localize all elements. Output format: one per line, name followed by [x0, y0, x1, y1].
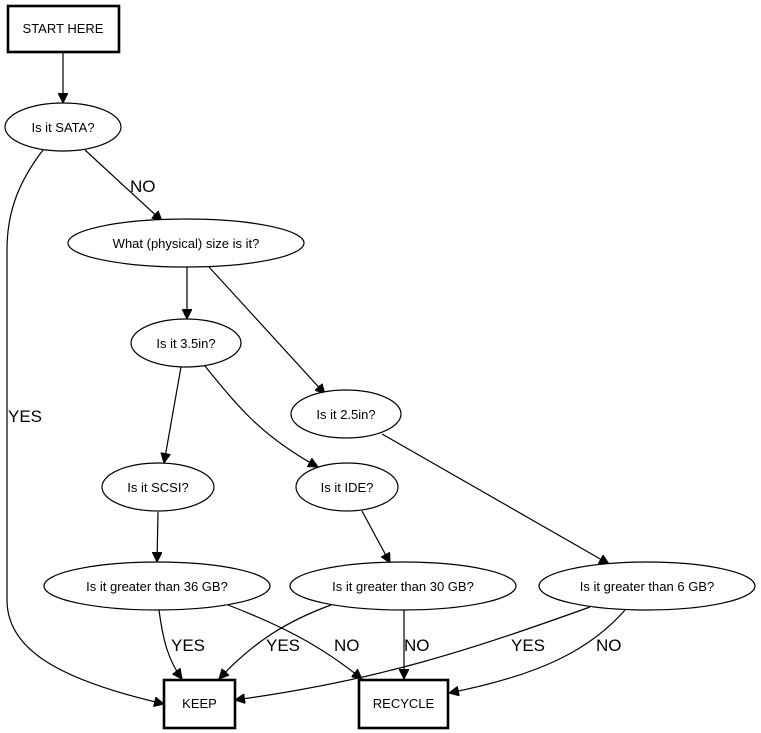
- node-keep-label: KEEP: [182, 696, 217, 711]
- edge-gt6-recycle: [449, 609, 626, 693]
- node-size-label: What (physical) size is it?: [113, 236, 260, 251]
- edge-label-gt30-yes: YES: [266, 636, 300, 655]
- node-in25-label: Is it 2.5in?: [316, 407, 375, 422]
- node-sata: Is it SATA?: [4, 102, 122, 152]
- edge-label-sata-yes: YES: [8, 407, 42, 426]
- edge-gt36-keep: [158, 609, 182, 679]
- node-sata-label: Is it SATA?: [31, 120, 94, 135]
- node-scsi-label: Is it SCSI?: [127, 480, 188, 495]
- node-scsi: Is it SCSI?: [101, 462, 215, 512]
- node-in35-label: Is it 3.5in?: [156, 336, 215, 351]
- node-gt6: Is it greater than 6 GB?: [538, 561, 756, 611]
- node-recycle: RECYCLE: [357, 678, 450, 730]
- edge-sata-keep: [6, 149, 164, 704]
- edges: [6, 52, 626, 704]
- edge-ide-gt30: [361, 510, 390, 563]
- edge-label-gt6-yes: YES: [511, 636, 545, 655]
- edge-label-gt6-no: NO: [596, 636, 622, 655]
- edge-gt6-keep: [235, 606, 591, 700]
- edge-in35-ide: [204, 365, 318, 467]
- edge-label-gt36-no: NO: [334, 636, 360, 655]
- node-gt30-label: Is it greater than 30 GB?: [332, 579, 474, 594]
- edge-scsi-gt36: [157, 511, 158, 562]
- edge-label-gt36-yes: YES: [171, 636, 205, 655]
- edge-in35-scsi: [164, 366, 182, 463]
- node-ide: Is it IDE?: [295, 462, 399, 512]
- edge-sata-size: [84, 149, 162, 221]
- node-ide-label: Is it IDE?: [321, 480, 374, 495]
- edge-gt30-keep: [219, 604, 332, 679]
- edge-labels: NO YES YES YES NO NO YES NO: [8, 177, 622, 655]
- node-size: What (physical) size is it?: [67, 218, 305, 268]
- node-gt30: Is it greater than 30 GB?: [289, 561, 517, 611]
- node-gt36-label: Is it greater than 36 GB?: [86, 579, 228, 594]
- node-keep: KEEP: [162, 678, 237, 730]
- node-start-label: START HERE: [23, 21, 104, 36]
- node-start: START HERE: [6, 4, 121, 54]
- edge-gt36-recycle: [227, 604, 362, 679]
- node-in25: Is it 2.5in?: [290, 389, 402, 439]
- edge-in25-gt6: [381, 433, 609, 564]
- edge-label-sata-no: NO: [130, 177, 156, 196]
- edge-label-gt30-no: NO: [404, 636, 430, 655]
- edge-size-in25: [208, 266, 325, 394]
- node-in35: Is it 3.5in?: [130, 318, 242, 368]
- node-gt36: Is it greater than 36 GB?: [43, 561, 271, 611]
- node-recycle-label: RECYCLE: [373, 696, 435, 711]
- node-gt6-label: Is it greater than 6 GB?: [580, 579, 714, 594]
